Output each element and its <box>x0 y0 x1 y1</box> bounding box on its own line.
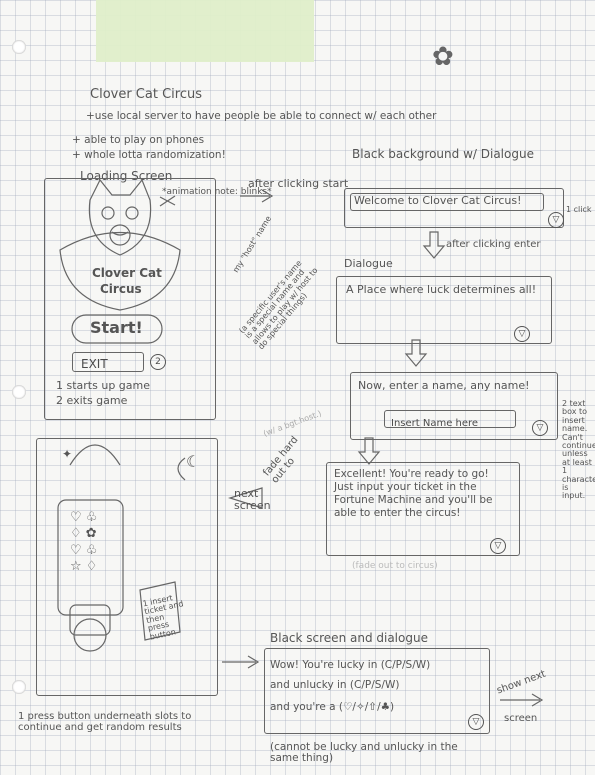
start-button[interactable]: Start! <box>90 318 143 337</box>
exit-button[interactable]: EXIT <box>72 352 144 372</box>
continue-arrow-icon[interactable]: ▽ <box>532 420 548 436</box>
final-line-1: Wow! You're lucky in (C/P/S/W) <box>270 659 431 671</box>
punch-hole <box>12 385 26 399</box>
page-title: Clover Cat Circus <box>90 87 202 102</box>
final-line-3: and you're a (♡/✧/⇧/♣) <box>270 701 395 713</box>
logo-line-1: Clover Cat <box>92 266 162 280</box>
logo-line-2: Circus <box>100 282 142 296</box>
final-dialogue-box <box>264 648 490 734</box>
bottom-note: 1 press button underneath slots to conti… <box>18 711 192 733</box>
machine-moon-icon: ☾ <box>186 452 201 471</box>
legend-start: 1 starts up game <box>56 379 150 392</box>
note-phones: + able to play on phones <box>72 134 205 146</box>
exit-label: EXIT <box>81 357 108 371</box>
loading-heading: Loading Screen <box>80 169 173 183</box>
dialogue-3-text: Now, enter a name, any name! <box>358 379 530 392</box>
dialogue-box-3 <box>350 372 558 440</box>
next-screen-note: next screen <box>234 487 271 512</box>
machine-slots: ♡ ♧ ♢ ✿ ♡ ♧ ☆ ♢ <box>70 510 98 574</box>
machine-star-icon: ✦ <box>62 447 73 461</box>
doodle-icon: ✿ <box>432 42 454 72</box>
loading-screen-frame <box>44 178 216 420</box>
dialogue-4-text: Excellent! You're ready to go! Just inpu… <box>334 468 493 520</box>
dialogue-4-faint: (fade out to circus) <box>352 561 438 571</box>
continue-arrow-icon[interactable]: ▽ <box>490 538 506 554</box>
dialogue-inner-1 <box>350 193 544 211</box>
continue-arrow-icon[interactable]: ▽ <box>514 326 530 342</box>
dialogue-box-4 <box>326 462 520 556</box>
note-random: + whole lotta randomization! <box>72 149 226 161</box>
note-server: +use local server to have people be able… <box>86 110 437 122</box>
loading-anim-note: *animation note: blinks* <box>162 187 272 197</box>
machine-screen-frame <box>36 438 218 696</box>
dialogue-box-1 <box>344 188 564 228</box>
dialogue-box-2 <box>336 276 552 344</box>
continue-arrow-icon[interactable]: ▽ <box>468 714 484 730</box>
masking-tape <box>96 0 314 62</box>
name-input[interactable]: Insert Name here <box>384 410 516 429</box>
final-footnote: (cannot be lucky and unlucky in the same… <box>270 741 458 765</box>
dialogue-2-text: A Place where luck determines all! <box>346 283 537 296</box>
bg-heading: Black background w/ Dialogue <box>352 147 534 161</box>
continue-arrow-icon[interactable]: ▽ <box>548 212 564 228</box>
final-line-2: and unlucky in (C/P/S/W) <box>270 679 400 691</box>
dialogue-2-label: Dialogue <box>344 257 393 270</box>
exit-marker-icon: 2 <box>150 354 166 370</box>
screen-note: screen <box>504 713 538 724</box>
loading-after-click: after clicking start <box>248 177 349 190</box>
dialogue-1-text: Welcome to Clover Cat Circus! <box>354 194 522 207</box>
after-enter-note: after clicking enter <box>446 239 541 250</box>
legend-exit: 2 exits game <box>56 394 128 407</box>
side-note-2: 2 text box to insert name. Can't continu… <box>562 399 595 501</box>
side-note-1: 1 click <box>566 205 592 214</box>
punch-hole <box>12 40 26 54</box>
final-heading: Black screen and dialogue <box>270 631 428 645</box>
name-input-placeholder: Insert Name here <box>391 418 479 429</box>
ticket-note: 1 insert ticket and then press button <box>141 593 185 642</box>
punch-hole <box>12 680 26 694</box>
